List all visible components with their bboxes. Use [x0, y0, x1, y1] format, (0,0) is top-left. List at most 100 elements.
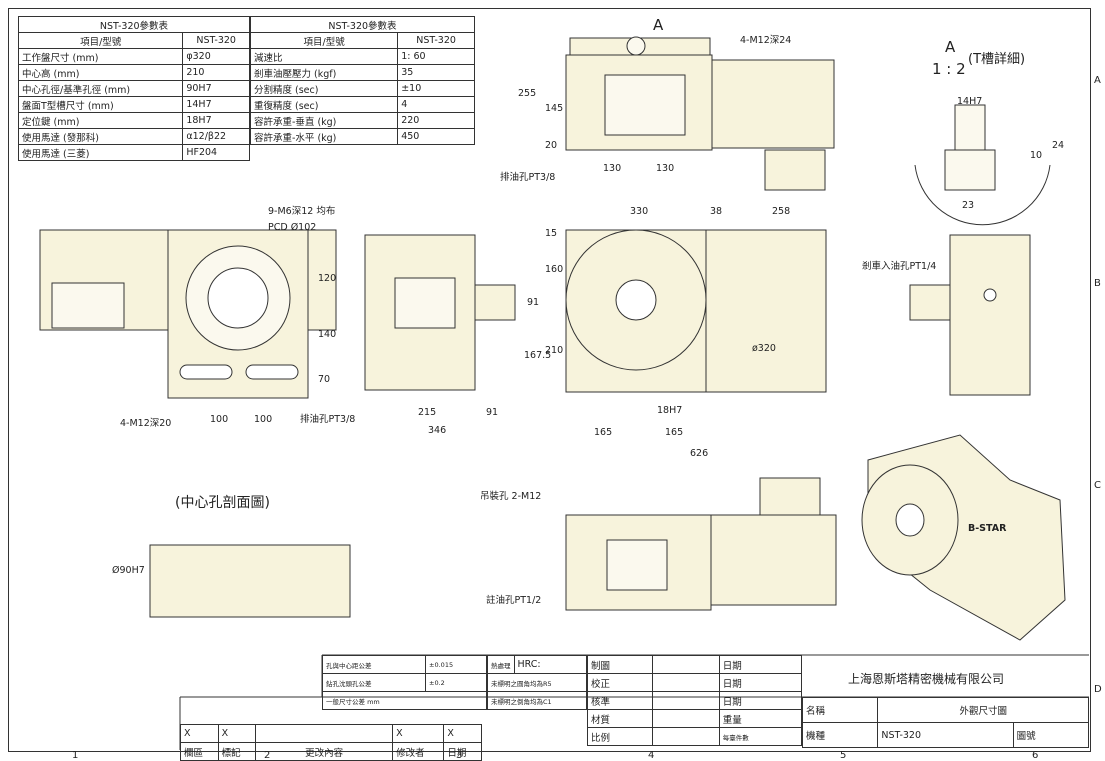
- tolerance-table: 孔與中心距公差±0.015 鉆孔沈頭孔公差±0.2 一般尺寸公差 mm: [321, 655, 487, 710]
- left-view: [39, 229, 337, 399]
- dim-165a: 165: [594, 427, 613, 438]
- view-a-label: A: [653, 16, 664, 34]
- rev-by-header: 修改者: [392, 742, 445, 761]
- material-value: [651, 709, 720, 728]
- tol-label: 孔與中心距公差: [321, 655, 427, 674]
- table-row: 容許承重-水平 (kg)450: [249, 128, 475, 145]
- name-value: 外觀尺寸圖: [877, 697, 1089, 723]
- table-row: 工作盤尺寸 (mm)φ320: [17, 48, 250, 65]
- dim-100a: 100: [210, 414, 229, 425]
- table-row: 盤面T型槽尺寸 (mm)14H7: [17, 96, 250, 113]
- dim-100b: 100: [254, 414, 273, 425]
- detail-title: (T槽詳細): [968, 52, 1026, 67]
- table-row: 使用馬達 (三菱)HF204: [17, 144, 250, 161]
- material-label: 材質: [587, 709, 653, 728]
- oil-drain-left-label: 排油孔PT3/8: [300, 414, 356, 425]
- col-marker-6: 6: [1032, 750, 1039, 761]
- dim-330: 330: [630, 206, 649, 217]
- drawing-frame: [8, 8, 1091, 752]
- dim-91: 91: [486, 407, 499, 418]
- pcd-label: PCD Ø102: [268, 222, 317, 233]
- dim-258: 258: [772, 206, 791, 217]
- tslot-24: 24: [1052, 140, 1065, 151]
- tol-value: ±0.015: [425, 655, 487, 674]
- reviewed-value: [651, 691, 720, 710]
- row-value: HF204: [182, 144, 250, 161]
- rev-x: X: [392, 724, 445, 743]
- dim-145: 145: [545, 103, 564, 114]
- drawn-value: [651, 655, 720, 674]
- row-value: 450: [397, 128, 475, 145]
- note-chamfer: 未標明之倒角均為C1: [487, 691, 587, 710]
- table-row: 剎車油壓壓力 (kgf)35: [249, 64, 475, 81]
- scale-label: 比例: [587, 727, 653, 746]
- dim-120: 120: [318, 273, 337, 284]
- rev-date-header: 日期: [443, 742, 482, 761]
- dim-210: 210: [545, 345, 564, 356]
- dim-90h7: Ø90H7: [112, 565, 145, 576]
- tslot-10: 10: [1030, 150, 1043, 161]
- edge-marker-c: C: [1094, 480, 1101, 491]
- date-label: 日期: [718, 691, 803, 710]
- brand-mark: B-STAR: [968, 523, 1007, 534]
- col-marker-4: 4: [648, 750, 655, 761]
- approval-table: 制圖日期 校正日期 核準日期 材質重量 比例每臺件數: [587, 655, 803, 746]
- rev-x: X: [217, 724, 257, 743]
- dim-165b: 165: [665, 427, 684, 438]
- date-label: 日期: [718, 655, 803, 674]
- m12-20-label: 4-M12深20: [120, 418, 172, 429]
- m6-holes-label: 9-M6深12 均布: [268, 206, 336, 217]
- oil-fill-label: 註油孔PT1/2: [486, 595, 542, 606]
- tslot-14h7: 14H7: [957, 96, 983, 107]
- dim-626: 626: [690, 448, 709, 459]
- side-view: [364, 234, 516, 391]
- rev-mark-header: 標記: [217, 742, 257, 761]
- edge-marker-d: D: [1094, 684, 1102, 695]
- oil-drain-top-label: 排油孔PT3/8: [500, 172, 556, 183]
- drawn-label: 制圖: [587, 655, 653, 674]
- company-name: 上海恩斯塔精密機械有限公司: [848, 672, 1005, 686]
- weight-label: 重量: [718, 709, 803, 728]
- section-title: (中心孔剖面圖): [175, 495, 270, 511]
- rev-x: X: [443, 724, 482, 743]
- dim-167: 167.5: [524, 350, 552, 361]
- checked-label: 校正: [587, 673, 653, 692]
- model-value: NST-320: [877, 722, 1014, 748]
- detail-scale: 1 : 2: [932, 60, 966, 78]
- dim-255: 255: [518, 88, 537, 99]
- edge-marker-b: B: [1094, 278, 1101, 289]
- table-row: 中心高 (mm)210: [17, 64, 250, 81]
- dim-15: 15: [545, 228, 558, 239]
- dim-320: ø320: [752, 343, 776, 354]
- isometric-view: [861, 434, 1066, 641]
- dim-160: 160: [545, 264, 564, 275]
- row-label: 容許承重-水平 (kg): [249, 128, 399, 145]
- brake-oil-label: 剎車入油孔PT1/4: [862, 261, 937, 272]
- bottom-view: [565, 477, 837, 611]
- drawing-number-label: 圖號: [1012, 722, 1090, 748]
- dim-91-vertical: 91: [527, 297, 540, 308]
- dim-70: 70: [318, 374, 331, 385]
- right-side-view: [909, 234, 1031, 396]
- front-view: [565, 229, 827, 393]
- tol-label: 一般尺寸公差 mm: [322, 691, 487, 710]
- note-fillet: 未標明之圓角均為R5: [487, 673, 587, 692]
- row-label: 使用馬達 (三菱): [17, 144, 184, 161]
- col-marker-5: 5: [840, 750, 847, 761]
- checked-value: [651, 673, 720, 692]
- detail-a-label: A: [945, 38, 956, 56]
- name-label: 名稱: [801, 697, 879, 723]
- tslot-23: 23: [962, 200, 975, 211]
- tslot-detail: [914, 104, 1051, 226]
- dim-215: 215: [418, 407, 437, 418]
- table-row: 使用馬達 (發那科)α12/β22: [17, 128, 250, 145]
- section-view: [149, 544, 351, 618]
- reviewed-label: 核準: [587, 691, 653, 710]
- qty-label: 每臺件數: [718, 727, 803, 746]
